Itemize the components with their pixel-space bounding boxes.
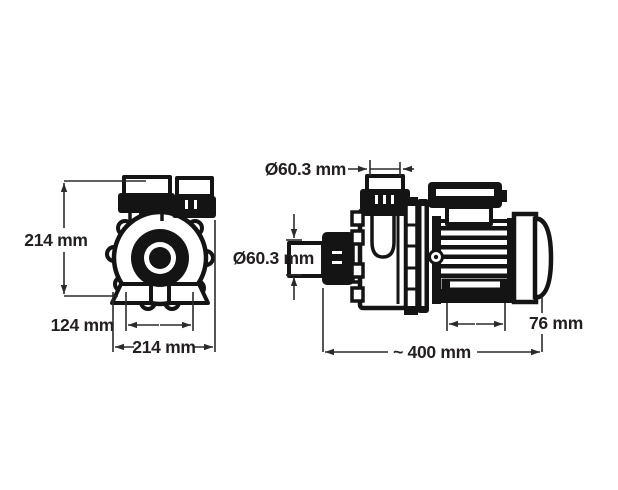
nameplate-tab xyxy=(443,280,450,289)
motor-end-cap xyxy=(532,216,554,300)
lifting-eye-center xyxy=(433,254,439,260)
union-tick xyxy=(332,261,342,264)
dimension-motor-foot: 76 mm xyxy=(446,303,583,333)
foot-left-front xyxy=(110,282,153,305)
port-base-flange xyxy=(362,204,408,216)
union-tick xyxy=(375,195,378,206)
union-tick xyxy=(332,251,342,254)
suction-cap-front xyxy=(175,176,214,198)
dimension-front-width: 214 mm xyxy=(112,220,216,357)
motor-end-ring xyxy=(507,218,516,303)
union-tick xyxy=(185,200,188,209)
dim-front-bolt-spacing-label: 124 mm xyxy=(51,315,114,335)
motor-nameplate xyxy=(441,278,509,291)
dimension-front-bolt-spacing: 124 mm xyxy=(51,292,194,335)
housing-bolt-lugs xyxy=(350,210,365,303)
ladder-top-cap xyxy=(404,197,418,206)
union-tick xyxy=(391,195,394,206)
discharge-cap-front xyxy=(122,175,172,197)
dimension-side-port-diameter: Ø60.3 mm xyxy=(233,214,314,300)
junction-box-neck xyxy=(445,205,493,226)
dimension-overall-length: ~ 400 mm xyxy=(322,288,543,362)
dim-top-port-diameter-label: Ø60.3 mm xyxy=(265,159,346,179)
dimension-front-height: 214 mm xyxy=(24,180,146,297)
dim-front-width-label: 214 mm xyxy=(132,337,195,357)
ladder-bottom-cap xyxy=(404,306,418,315)
pump-side-view xyxy=(287,174,554,315)
strainer-basket xyxy=(370,216,396,259)
nameplate-tab xyxy=(500,280,507,289)
clamp-band-seam xyxy=(421,206,425,306)
discharge-union-front xyxy=(118,193,175,213)
dim-motor-foot-label: 76 mm xyxy=(529,313,583,333)
motor-foot-plinth xyxy=(436,289,516,301)
union-tick xyxy=(383,195,386,206)
ladder-rungs xyxy=(406,223,417,291)
dim-side-port-diameter-label: Ø60.3 mm xyxy=(233,248,314,268)
motor-end-bell xyxy=(511,211,539,305)
suction-union-nut xyxy=(322,232,354,285)
seal-plate-ladder xyxy=(404,202,419,312)
shaft-hole xyxy=(149,247,171,269)
junction-box-lid-seam xyxy=(436,189,494,196)
foot-right-front xyxy=(167,282,210,305)
pump-front-view xyxy=(105,175,216,311)
dim-front-height-label: 214 mm xyxy=(24,230,87,250)
union-tick xyxy=(194,200,197,209)
motor-cooling-fins xyxy=(441,226,507,278)
junction-box-gland xyxy=(501,190,507,202)
dim-overall-length-label: ~ 400 mm xyxy=(393,342,471,362)
dimension-top-port-diameter: Ø60.3 mm xyxy=(265,159,414,179)
